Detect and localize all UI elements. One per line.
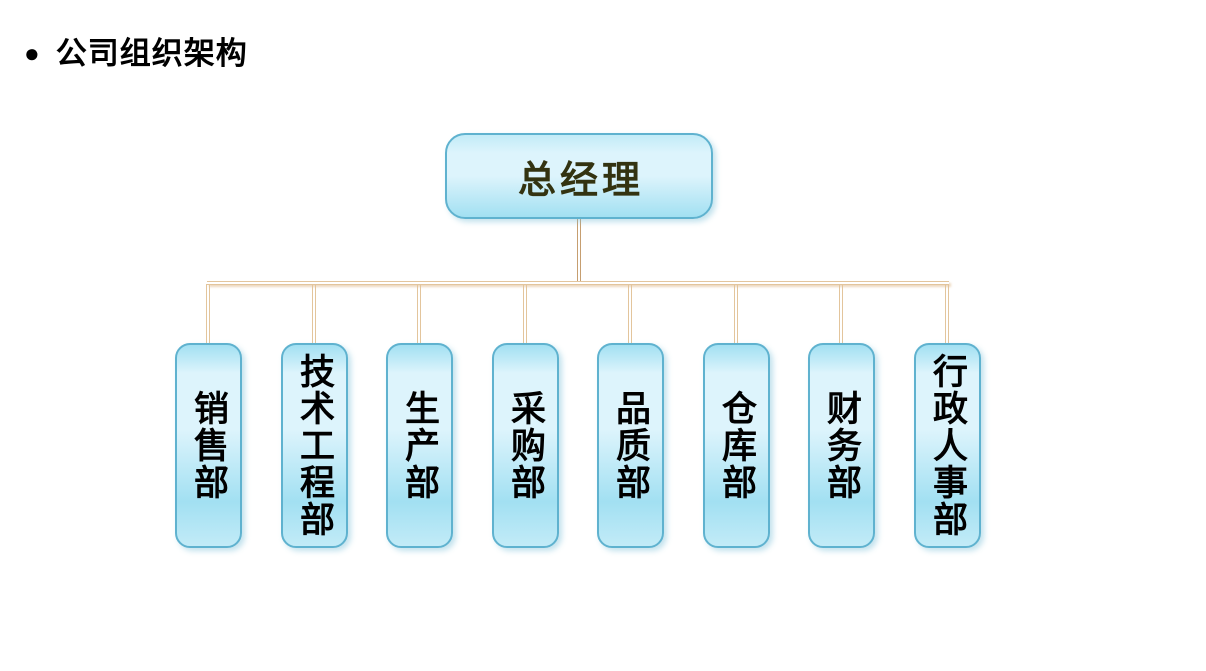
dept-node-label: 仓库部 bbox=[717, 390, 756, 501]
dept-node-tech-engineering: 技术工程部 bbox=[281, 343, 348, 548]
dept-node-production: 生产部 bbox=[386, 343, 453, 548]
connector-drop-warehouse bbox=[734, 284, 738, 344]
dept-node-label: 采购部 bbox=[506, 390, 545, 501]
connector-drop-production bbox=[417, 284, 421, 344]
dept-node-label: 生产部 bbox=[400, 390, 439, 501]
bullet-icon: ● bbox=[24, 37, 40, 68]
connector-rail bbox=[207, 281, 949, 285]
dept-node-label: 销售部 bbox=[189, 390, 228, 501]
dept-node-sales: 销售部 bbox=[175, 343, 242, 548]
connector-drop-quality bbox=[628, 284, 632, 344]
root-node-general-manager: 总经理 bbox=[445, 133, 713, 219]
connector-drop-admin-hr bbox=[945, 284, 949, 344]
dept-node-quality: 品质部 bbox=[597, 343, 664, 548]
connector-drop-finance bbox=[839, 284, 843, 344]
slide-title-row: ● 公司组织架构 bbox=[24, 28, 248, 73]
dept-node-label: 技术工程部 bbox=[295, 353, 334, 538]
dept-node-label: 行政人事部 bbox=[928, 353, 967, 538]
root-node-label: 总经理 bbox=[517, 159, 644, 202]
dept-node-procurement: 采购部 bbox=[492, 343, 559, 548]
connector-drop-procurement bbox=[523, 284, 527, 344]
connector-root-stem bbox=[577, 219, 581, 282]
dept-node-label: 财务部 bbox=[822, 390, 861, 501]
connector-drop-tech-engineering bbox=[312, 284, 316, 344]
dept-node-admin-hr: 行政人事部 bbox=[914, 343, 981, 548]
connector-drop-sales bbox=[206, 284, 210, 344]
dept-node-finance: 财务部 bbox=[808, 343, 875, 548]
dept-node-warehouse: 仓库部 bbox=[703, 343, 770, 548]
dept-node-label: 品质部 bbox=[611, 390, 650, 501]
page-title: 公司组织架构 bbox=[55, 36, 248, 71]
